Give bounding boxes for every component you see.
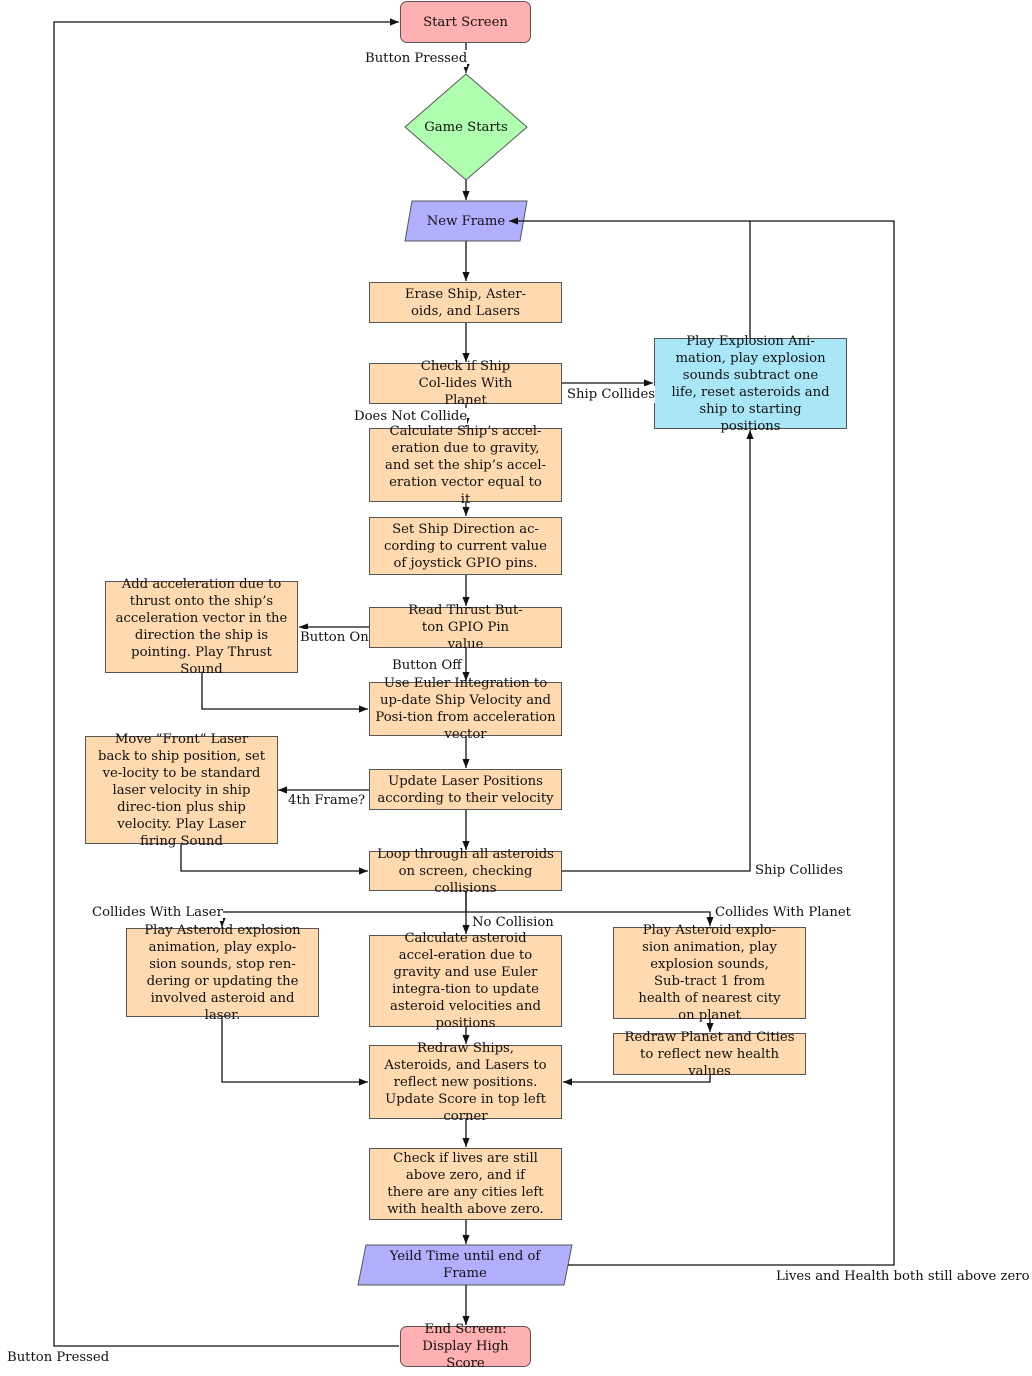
node-loop-asteroids: Loop through all asteroids on screen, ch…	[369, 847, 562, 896]
label-button-off: Button Off	[392, 657, 462, 674]
edge-move-laser-to-loop	[180, 844, 368, 875]
node-move-laser: Move ”Front” Laser back to ship position…	[85, 732, 278, 849]
node-new-frame: New Frame	[426, 213, 506, 229]
label-collides-with-planet: Collides With Planet	[715, 904, 851, 921]
label-lives-health: Lives and Health both still above zero	[776, 1268, 1030, 1285]
label-no-collision: No Collision	[472, 915, 554, 930]
label-ship-collides-asteroid: Ship Collides	[755, 862, 844, 879]
node-check-planet: Check if Ship Col-lides With Planet	[369, 359, 562, 408]
node-erase: Erase Ship, Aster-oids, and Lasers	[369, 282, 562, 323]
label-ship-collides-planet: Ship Collides	[567, 386, 656, 403]
node-update-laser: Update Laser Positions according to thei…	[369, 769, 562, 810]
node-start-screen: Start Screen	[400, 1, 531, 43]
edge-redraw-planet-to-redraw	[563, 1075, 711, 1086]
edge-loop-to-explosion	[562, 430, 754, 872]
label-fourth-frame: 4th Frame?	[288, 792, 366, 809]
node-game-starts: Game Starts	[424, 119, 508, 135]
label-button-pressed-bottom: Button Pressed	[7, 1349, 110, 1366]
node-euler: Use Euler Integration to up-date Ship Ve…	[369, 676, 562, 742]
label-button-pressed-top: Button Pressed	[365, 50, 468, 67]
node-asteroid-planet: Play Asteroid explo-sion animation, play…	[613, 923, 806, 1023]
yield-io-shape	[357, 1244, 573, 1286]
label-collides-with-laser: Collides With Laser	[92, 904, 223, 921]
edge-loop-to-asteroid-planet	[466, 911, 714, 926]
label-does-not-collide: Does Not Collide	[354, 408, 468, 425]
node-end-screen: End Screen: Display High Score	[400, 1322, 531, 1371]
node-read-thrust: Read Thrust But-ton GPIO Pin value	[369, 603, 562, 652]
node-explosion: Play Explosion Ani-mation, play explosio…	[654, 334, 847, 434]
new-frame-io-shape	[404, 200, 528, 242]
node-calc-ship: Calculate Ship’s accel-eration due to gr…	[369, 424, 562, 507]
edge-thrust-to-euler	[201, 673, 368, 713]
node-redraw-all: Redraw Ships, Asteroids, and Lasers to r…	[369, 1041, 562, 1124]
node-yield: Yeild Time until end of Frame	[389, 1249, 541, 1281]
edge-yield-to-frame	[568, 220, 895, 1266]
node-asteroid-laser: Play Asteroid explosion animation, play …	[126, 923, 319, 1023]
edge-asteroid-laser-to-redraw	[221, 1017, 368, 1086]
node-add-thrust: Add acceleration due to thrust onto the …	[105, 577, 298, 677]
label-button-on: Button On	[300, 629, 369, 646]
node-check-lives: Check if lives are still above zero, and…	[369, 1148, 562, 1220]
node-redraw-planet: Redraw Planet and Cities to reflect new …	[613, 1030, 806, 1079]
node-set-direction: Set Ship Direction ac-cording to current…	[369, 517, 562, 575]
node-calc-asteroid: Calculate asteroid accel-eration due to …	[369, 931, 562, 1031]
edge-end-to-start	[53, 18, 399, 1347]
